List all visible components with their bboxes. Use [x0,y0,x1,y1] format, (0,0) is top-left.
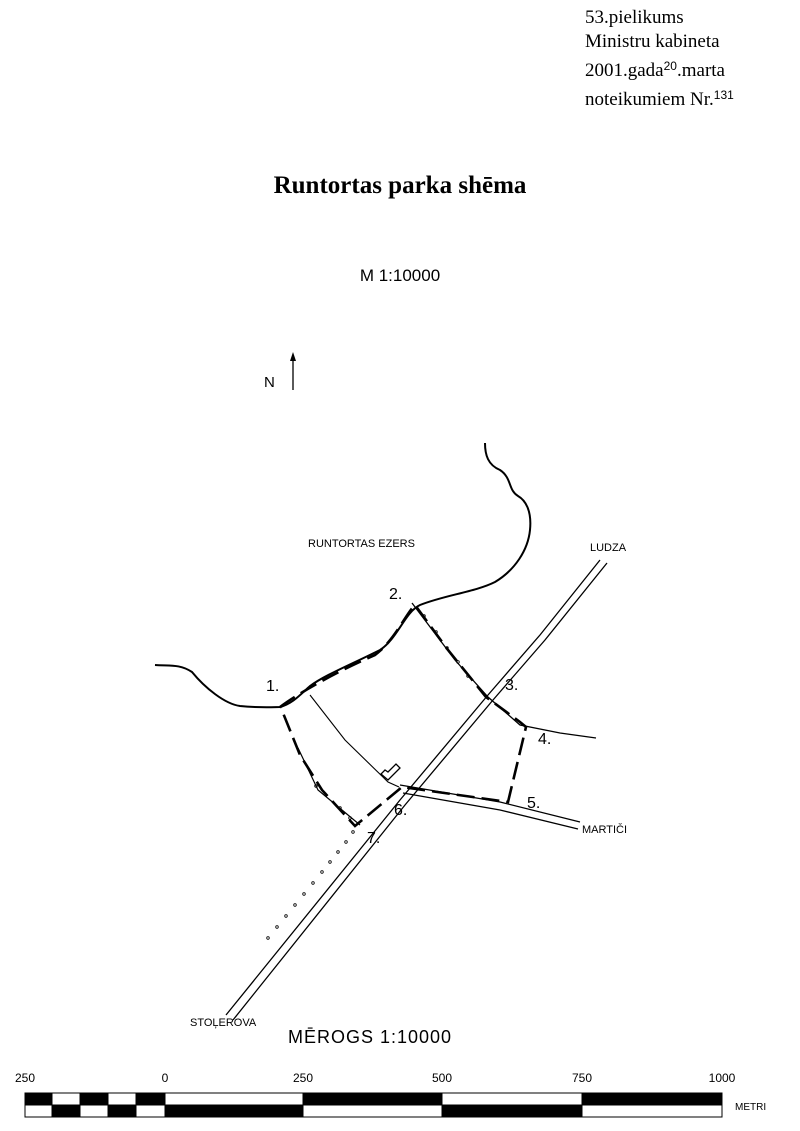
lake-shoreline [154,442,532,709]
appendix-number: 53.pielikums [585,7,684,28]
building [380,763,401,781]
road-label-stolerova: STOĻEROVA [190,1017,257,1029]
regulation-label: noteikumiem Nr. [585,89,714,110]
road-label-martici: MARTIČI [582,824,628,836]
road-ludza-stolerova [225,559,608,1021]
point-5: 5. [527,795,541,812]
point-7: 7. [367,830,381,847]
road-label-ludza: LUDZA [590,542,627,554]
side-road [411,602,597,739]
date-day: 20 [663,59,677,73]
regulation-line: noteikumiem Nr.131 [585,83,734,112]
scale-tick: 750 [571,1071,593,1085]
date-month: .marta [676,60,725,81]
issuer: Ministru kabineta [585,31,720,52]
regulation-number: 131 [713,88,734,102]
lake-label: RUNTORTAS EZERS [308,538,415,550]
west-path [297,747,361,826]
road-martici [399,784,581,830]
tree-row [266,614,470,940]
scale-tick: 250 [292,1071,314,1085]
scale-bar [24,1092,723,1118]
north-label: N [264,374,275,391]
date-year: 2001.gada [585,60,664,81]
scale-tick: 250 [14,1071,36,1085]
inner-path [309,694,400,788]
north-arrow-icon [290,352,296,390]
point-1: 1. [266,678,280,695]
scale-tick: 500 [431,1071,453,1085]
scale-unit: METRI [735,1102,767,1113]
park-boundary [279,603,528,828]
scale-tick: 1000 [708,1071,736,1085]
date-line: 2001.gada20.marta [585,54,734,83]
page-title: Runtortas parka shēma [273,172,527,199]
point-4: 4. [538,731,552,748]
point-6: 6. [394,802,408,819]
scalebar-title: MĒROGS 1:10000 [287,1027,453,1047]
point-2: 2. [389,586,403,603]
appendix-header: 53.pielikums Ministru kabineta 2001.gada… [585,6,734,112]
map-scale: M 1:10000 [359,266,441,285]
point-3: 3. [505,677,519,694]
scale-tick: 0 [161,1071,169,1085]
